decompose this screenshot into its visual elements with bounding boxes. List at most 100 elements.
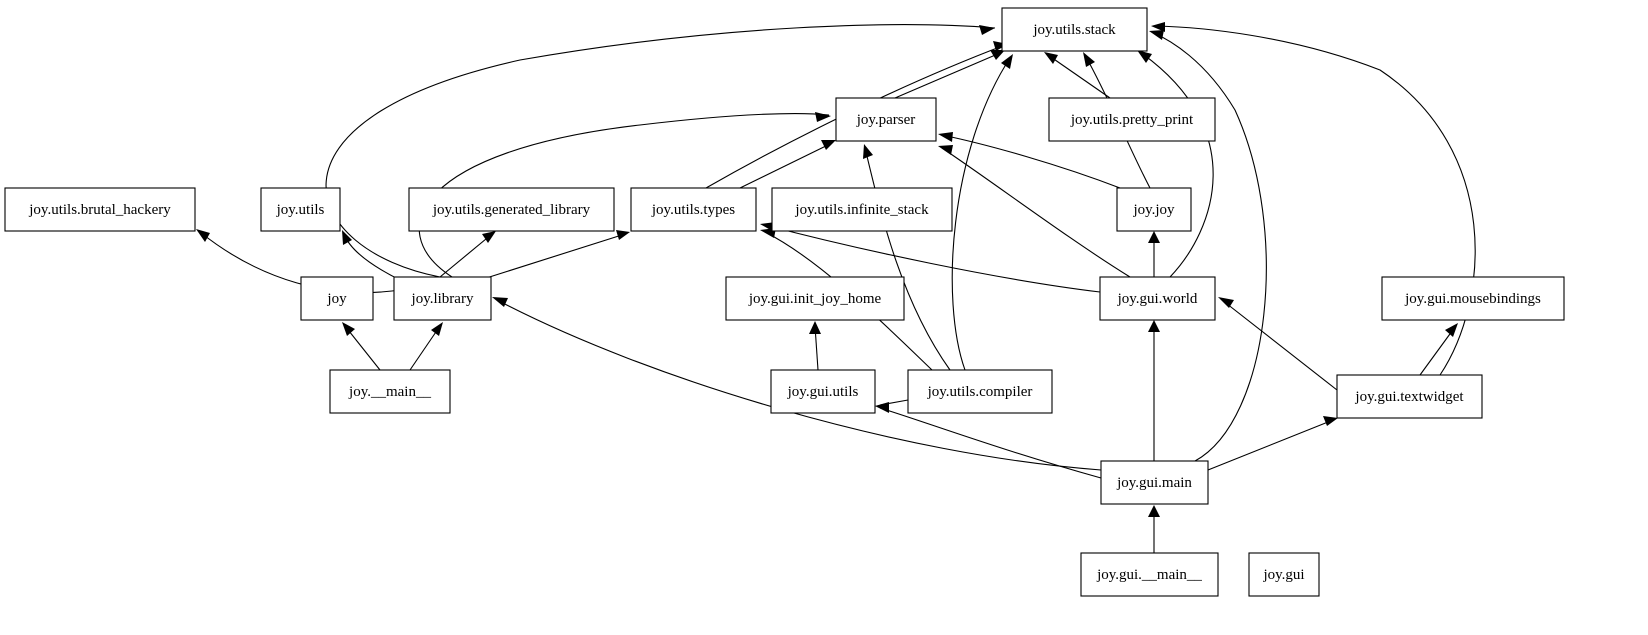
node-box[interactable] bbox=[329, 369, 451, 414]
node-joy.utils.infinite_stack[interactable]: joy.utils.infinite_stack bbox=[771, 187, 953, 232]
edge-joy.library-to-joy.utils.stack bbox=[325, 24, 996, 278]
node-joy.joy[interactable]: joy.joy bbox=[1116, 187, 1192, 232]
node-label: joy.joy bbox=[1132, 202, 1175, 218]
arrowhead-icon bbox=[431, 322, 443, 336]
node-joy.utils.compiler[interactable]: joy.utils.compiler bbox=[907, 369, 1053, 414]
node-box[interactable] bbox=[393, 276, 492, 321]
arrowhead-icon bbox=[1148, 505, 1160, 517]
arrowhead-icon bbox=[492, 297, 508, 307]
edge-line bbox=[439, 233, 493, 278]
edge-line bbox=[325, 24, 996, 278]
node-joy.utils.brutal_hackery[interactable]: joy.utils.brutal_hackery bbox=[4, 187, 196, 232]
node-box[interactable] bbox=[835, 97, 937, 142]
edge-joy.gui.textwidget-to-joy.gui.world bbox=[1218, 297, 1338, 391]
edge-joy.gui.main-to-joy.gui.textwidget bbox=[1207, 416, 1338, 471]
node-joy.utils.types[interactable]: joy.utils.types bbox=[630, 187, 757, 232]
node-joy.gui.utils[interactable]: joy.gui.utils bbox=[770, 369, 876, 414]
node-box[interactable] bbox=[907, 369, 1053, 414]
node-label: joy.parser bbox=[856, 112, 916, 128]
node-joy.gui[interactable]: joy.gui bbox=[1248, 552, 1320, 597]
arrowhead-icon bbox=[482, 231, 496, 243]
node-joy[interactable]: joy bbox=[300, 276, 374, 321]
edge-line bbox=[764, 224, 1101, 293]
arrowhead-icon bbox=[809, 321, 821, 334]
arrowhead-icon bbox=[1001, 54, 1013, 69]
edge-joy.__main__-to-joy bbox=[342, 322, 381, 371]
edge-joy.utils.pretty_print-to-joy.utils.stack bbox=[1044, 52, 1111, 99]
node-box[interactable] bbox=[630, 187, 757, 232]
nodes-layer: joy.utils.brutal_hackery joy.utils joy.uti… bbox=[4, 7, 1565, 597]
edge-joy.parser-to-joy.utils.stack bbox=[894, 50, 1005, 99]
node-box[interactable] bbox=[1100, 460, 1209, 505]
node-box[interactable] bbox=[1080, 552, 1219, 597]
node-joy.gui.mousebindings[interactable]: joy.gui.mousebindings bbox=[1381, 276, 1565, 321]
node-label: joy.gui.textwidget bbox=[1354, 389, 1464, 405]
arrowhead-icon bbox=[342, 230, 352, 245]
node-box[interactable] bbox=[260, 187, 341, 232]
edge-line bbox=[951, 57, 1011, 371]
arrowhead-icon bbox=[875, 403, 889, 413]
edge-joy.library-to-joy.utils bbox=[342, 230, 401, 281]
node-joy.gui.main[interactable]: joy.gui.main bbox=[1100, 460, 1209, 505]
node-label: joy.library bbox=[411, 291, 474, 307]
node-box[interactable] bbox=[408, 187, 615, 232]
node-box[interactable] bbox=[770, 369, 876, 414]
node-label: joy.utils bbox=[276, 202, 325, 218]
node-joy.gui.__main__[interactable]: joy.gui.__main__ bbox=[1080, 552, 1219, 597]
edge-line bbox=[1419, 326, 1456, 376]
arrowhead-icon bbox=[1151, 22, 1165, 32]
node-joy.utils.stack[interactable]: joy.utils.stack bbox=[1001, 7, 1148, 52]
arrowhead-icon bbox=[1148, 231, 1160, 243]
edge-joy.utils.compiler-to-joy.utils.stack bbox=[951, 54, 1013, 371]
node-label: joy.gui.world bbox=[1117, 291, 1198, 307]
node-box[interactable] bbox=[1099, 276, 1216, 321]
edge-line bbox=[199, 231, 401, 293]
node-joy.utils[interactable]: joy.utils bbox=[260, 187, 341, 232]
node-box[interactable] bbox=[1381, 276, 1565, 321]
node-box[interactable] bbox=[300, 276, 374, 321]
edge-joy.library-to-joy.utils.brutal_hackery bbox=[196, 229, 401, 293]
node-label: joy.utils.stack bbox=[1032, 22, 1116, 38]
node-joy.gui.init_joy_home[interactable]: joy.gui.init_joy_home bbox=[725, 276, 905, 321]
edge-line bbox=[1139, 51, 1214, 278]
node-box[interactable] bbox=[1336, 374, 1483, 419]
arrowhead-icon bbox=[1137, 50, 1152, 63]
node-box[interactable] bbox=[725, 276, 905, 321]
edge-joy.library-to-joy.utils.types bbox=[479, 230, 630, 281]
edge-line bbox=[1207, 419, 1334, 471]
node-label: joy.utils.generated_library bbox=[432, 202, 591, 218]
edge-joy.gui.main-to-joy.utils.stack bbox=[1149, 30, 1267, 462]
node-joy.gui.world[interactable]: joy.gui.world bbox=[1099, 276, 1216, 321]
node-box[interactable] bbox=[1048, 97, 1216, 142]
arrowhead-icon bbox=[1218, 297, 1234, 308]
arrowhead-icon bbox=[1044, 52, 1058, 64]
edge-line bbox=[418, 113, 830, 278]
node-label: joy.utils.brutal_hackery bbox=[28, 202, 171, 218]
edge-line bbox=[343, 233, 401, 281]
edge-line bbox=[479, 233, 626, 281]
edge-line bbox=[409, 325, 441, 371]
node-label: joy.__main__ bbox=[348, 384, 431, 400]
edge-joy.gui.utils-to-joy.gui.init_joy_home bbox=[809, 321, 821, 371]
node-box[interactable] bbox=[1248, 552, 1320, 597]
edge-line bbox=[1047, 54, 1111, 99]
node-joy.utils.pretty_print[interactable]: joy.utils.pretty_print bbox=[1048, 97, 1216, 142]
node-box[interactable] bbox=[4, 187, 196, 232]
arrowhead-icon bbox=[1445, 323, 1458, 337]
arrowhead-icon bbox=[1323, 416, 1338, 426]
node-joy.utils.generated_library[interactable]: joy.utils.generated_library bbox=[408, 187, 615, 232]
arrowhead-icon bbox=[938, 145, 953, 155]
node-box[interactable] bbox=[1001, 7, 1148, 52]
node-joy.gui.textwidget[interactable]: joy.gui.textwidget bbox=[1336, 374, 1483, 419]
node-label: joy.gui.__main__ bbox=[1096, 567, 1202, 583]
edge-line bbox=[739, 142, 833, 189]
arrowhead-icon bbox=[938, 132, 953, 142]
node-joy.library[interactable]: joy.library bbox=[393, 276, 492, 321]
node-box[interactable] bbox=[1116, 187, 1192, 232]
edge-joy.__main__-to-joy.library bbox=[409, 322, 443, 371]
node-joy.parser[interactable]: joy.parser bbox=[835, 97, 937, 142]
arrowhead-icon bbox=[821, 140, 836, 150]
node-joy.__main__[interactable]: joy.__main__ bbox=[329, 369, 451, 414]
arrowhead-icon bbox=[815, 112, 831, 122]
node-box[interactable] bbox=[771, 187, 953, 232]
